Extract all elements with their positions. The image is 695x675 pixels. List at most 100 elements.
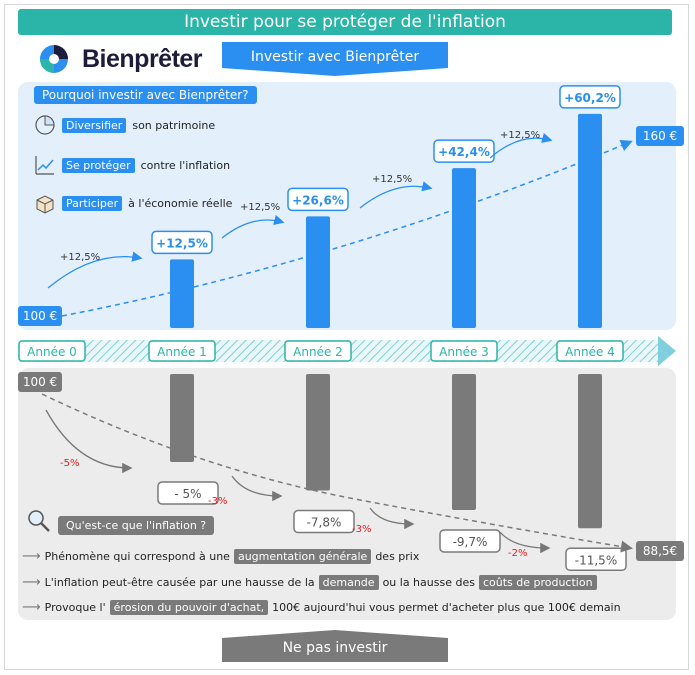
bullet-text: L'inflation peut-être causée par une hau… bbox=[44, 576, 315, 589]
no-invest-step-arrow bbox=[45, 409, 133, 474]
reason-highlight: Participer bbox=[62, 195, 123, 211]
timeline-axis: Année 0 Année 1 Année 2 Année 3 Année 4 bbox=[18, 336, 676, 366]
no-invest-bar-label-box bbox=[565, 547, 627, 572]
inflation-question: Qu'est-ce que l'inflation ? bbox=[58, 516, 215, 535]
reason-highlight: Diversifier bbox=[62, 117, 127, 133]
invest-bar bbox=[170, 259, 194, 328]
no-invest-bar-label: - 5% bbox=[174, 487, 201, 501]
bullet-keyword: augmentation générale bbox=[233, 549, 372, 564]
arrow-right-icon: ⟶ bbox=[22, 575, 41, 590]
reason-participate: Participer à l'économie réelle bbox=[34, 192, 232, 214]
no-invest-step-arrow bbox=[369, 507, 415, 530]
bullet-text: Phénomène qui correspond à une bbox=[44, 550, 230, 563]
timeline-year-box bbox=[284, 340, 352, 362]
timeline-year-label: Année 0 bbox=[27, 345, 77, 359]
no-invest-banner-label: Ne pas investir bbox=[282, 640, 388, 656]
timeline-year-box bbox=[148, 340, 216, 362]
invest-bar-label: +60,2% bbox=[564, 91, 616, 105]
no-invest-end-label: 88,5€ bbox=[643, 544, 677, 558]
brand-name: Bienprêter bbox=[82, 45, 203, 73]
inflation-bullet: ⟶ Phénomène qui correspond à une augment… bbox=[22, 549, 419, 564]
invest-step-arrow bbox=[489, 132, 553, 159]
bullet-keyword: érosion du pouvoir d'achat, bbox=[109, 600, 269, 615]
invest-trend-line bbox=[61, 139, 633, 317]
reason-protect: Se protéger contre l'inflation bbox=[34, 154, 230, 176]
magnifier-icon bbox=[28, 510, 50, 532]
no-invest-bar-label-box bbox=[293, 509, 355, 534]
page-frame bbox=[4, 4, 689, 670]
invest-step-label: +12,5% bbox=[500, 130, 540, 141]
invest-step-label: +12,5% bbox=[372, 174, 412, 185]
invest-bar-label: +12,5% bbox=[156, 236, 208, 250]
inflation-bullet: ⟶ L'inflation peut-être causée par une h… bbox=[22, 575, 597, 590]
box-icon bbox=[36, 195, 54, 214]
invest-bar-label-box bbox=[559, 85, 621, 109]
no-invest-bar bbox=[578, 374, 602, 529]
no-invest-chart: - 5%-7,8%-9,7%-11,5%100 €88,5€-5%-3%-3%-… bbox=[18, 372, 684, 572]
no-invest-step-arrow bbox=[499, 531, 551, 554]
timeline-arrowhead bbox=[658, 336, 676, 366]
bullet-keyword: demande bbox=[318, 575, 379, 590]
bullet-text: ou la hausse des bbox=[382, 576, 475, 589]
invest-bar-label: +26,6% bbox=[292, 193, 344, 207]
reason-text: son patrimoine bbox=[132, 118, 216, 132]
invest-step-arrow bbox=[47, 251, 143, 289]
brand-logo-icon bbox=[40, 45, 68, 73]
no-invest-start-box bbox=[18, 372, 62, 392]
timeline-year-box bbox=[18, 340, 86, 362]
invest-end-label: 160 € bbox=[643, 129, 677, 143]
invest-step-arrow bbox=[221, 214, 285, 239]
pie-chart-icon bbox=[35, 115, 55, 135]
no-invest-bar-label: -7,8% bbox=[307, 516, 342, 530]
no-invest-step-label: -5% bbox=[60, 458, 79, 469]
reason-highlight: Se protéger bbox=[62, 157, 135, 173]
invest-step-label: +12,5% bbox=[240, 202, 280, 213]
invest-step-label: +12,5% bbox=[60, 252, 100, 263]
why-title: Pourquoi investir avec Bienprêter? bbox=[34, 86, 257, 104]
invest-chart: +12,5% +26,6% +42,4% +60,2% 100 € 160 € +12,5%… bbox=[18, 85, 684, 328]
arrow-right-icon: ⟶ bbox=[22, 549, 41, 564]
reason-diversify: Diversifier son patrimoine bbox=[34, 114, 215, 136]
invest-bar-label-box bbox=[287, 187, 349, 212]
timeline-year-box bbox=[430, 340, 498, 362]
timeline-year-label: Année 2 bbox=[293, 345, 343, 359]
reason-text: à l'économie réelle bbox=[128, 196, 233, 210]
inflation-bullet: ⟶ Provoque l' érosion du pouvoir d'achat… bbox=[22, 600, 621, 615]
reason-text: contre l'inflation bbox=[140, 158, 231, 172]
invest-bar-label: +42,4% bbox=[438, 145, 490, 159]
no-invest-bar-label-box bbox=[439, 529, 501, 553]
invest-end-box bbox=[636, 126, 684, 146]
timeline-year-box bbox=[556, 340, 624, 362]
invest-banner-label: Investir avec Bienprêter bbox=[250, 49, 420, 65]
no-invest-step-arrow bbox=[231, 475, 283, 502]
no-invest-step-label: -2% bbox=[508, 548, 527, 559]
no-invest-end-box bbox=[636, 541, 684, 561]
no-invest-banner: Ne pas investir bbox=[222, 630, 448, 662]
no-invest-bar-label: -11,5% bbox=[575, 553, 617, 567]
bullet-text: Provoque l' bbox=[44, 601, 106, 614]
invest-bar-label-box bbox=[151, 230, 213, 255]
invest-banner: Investir avec Bienprêter bbox=[222, 42, 448, 76]
no-invest-step-label: -3% bbox=[208, 496, 227, 507]
timeline-year-label: Année 3 bbox=[439, 345, 489, 359]
bullet-text: 100€ aujourd'hui vous permet d'acheter p… bbox=[272, 601, 621, 614]
no-invest-bar bbox=[170, 374, 194, 462]
invest-bar bbox=[306, 216, 330, 328]
brand-logo: Bienprêter bbox=[38, 43, 223, 77]
timeline-year-label: Année 4 bbox=[565, 345, 615, 359]
invest-bar bbox=[452, 168, 476, 328]
no-invest-bar bbox=[306, 374, 330, 491]
trend-up-icon bbox=[35, 156, 54, 175]
no-invest-start-label: 100 € bbox=[23, 375, 57, 389]
bullet-text: des prix bbox=[375, 550, 420, 563]
no-invest-bar bbox=[452, 374, 476, 510]
no-invest-bar-label-box bbox=[157, 481, 219, 505]
invest-bar bbox=[578, 113, 602, 328]
invest-start-label: 100 € bbox=[23, 309, 57, 323]
no-invest-trend-line bbox=[41, 393, 633, 553]
bullet-keyword: coûts de production bbox=[478, 575, 597, 590]
no-invest-step-label: -3% bbox=[352, 524, 371, 535]
timeline-year-label: Année 1 bbox=[157, 345, 207, 359]
invest-step-arrow bbox=[359, 181, 433, 209]
